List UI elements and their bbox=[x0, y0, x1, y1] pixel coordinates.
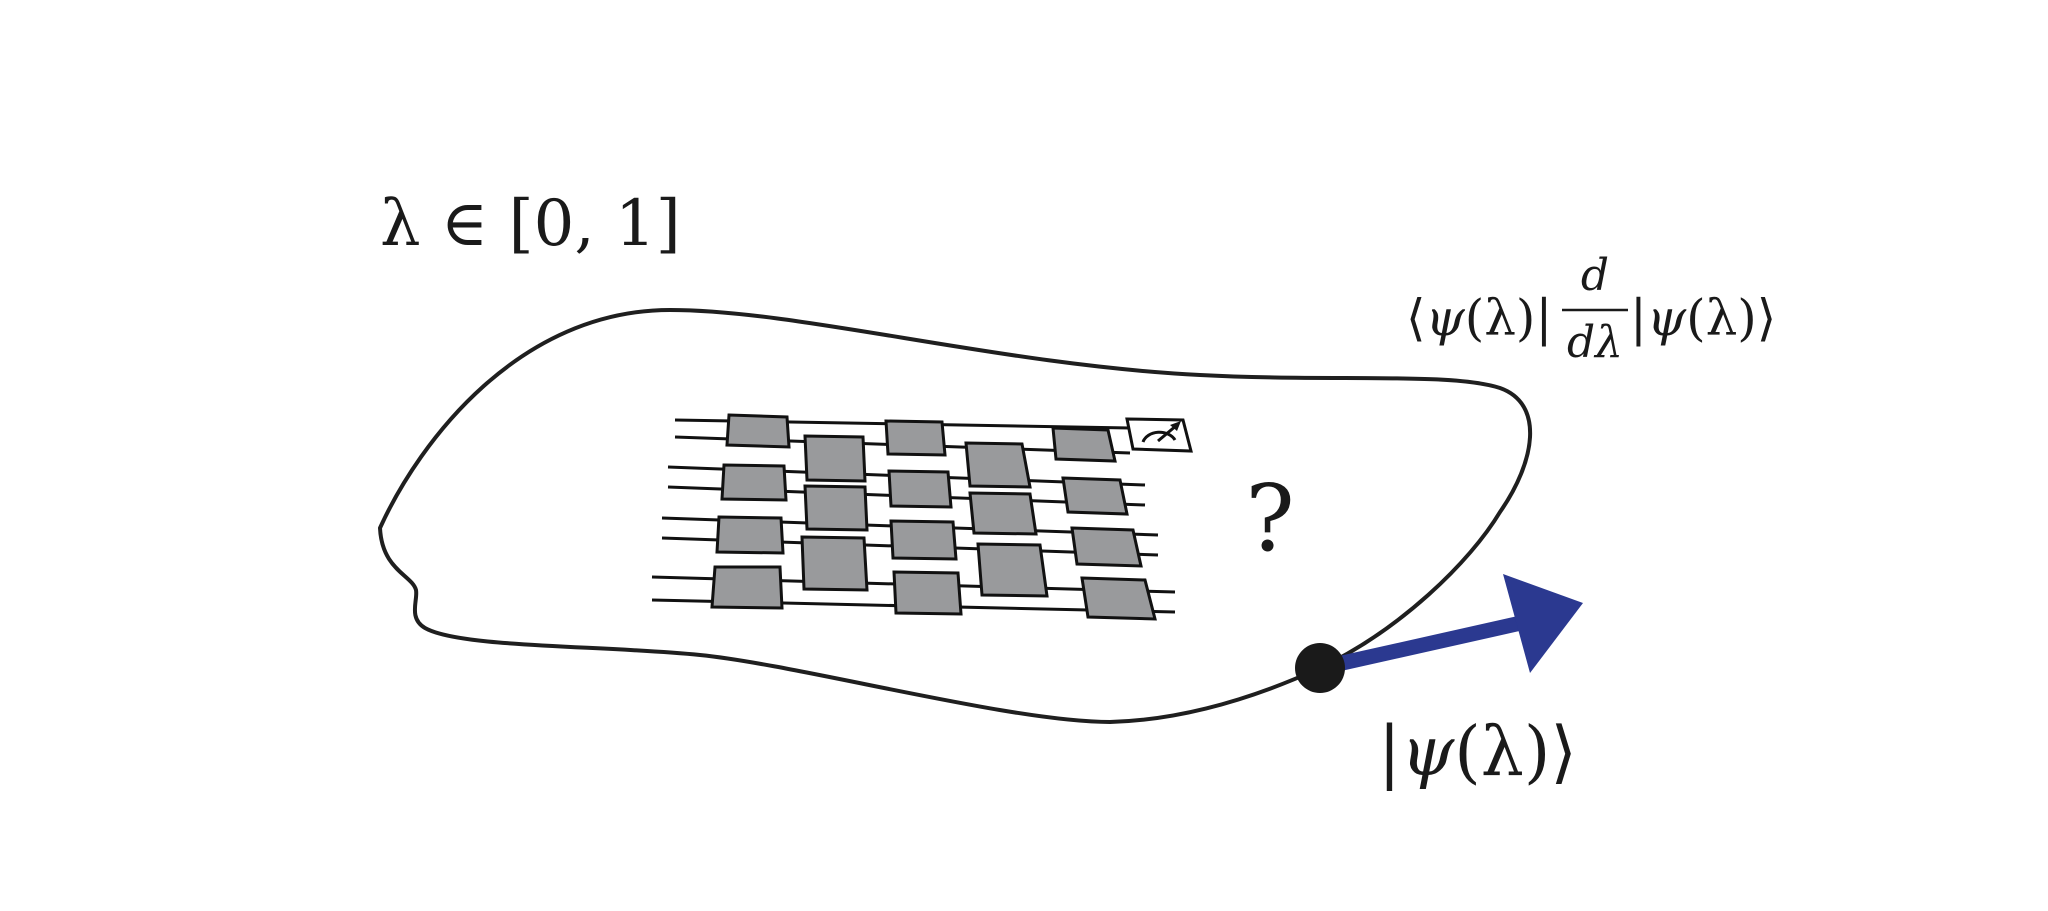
quantum-gate bbox=[1051, 426, 1117, 463]
quantum-circuit bbox=[651, 413, 1193, 621]
ket-bar: | bbox=[1378, 713, 1401, 792]
ket2-psi: ψ bbox=[1647, 289, 1687, 347]
quantum-gate bbox=[725, 413, 791, 449]
tangent-vector-arrow bbox=[1318, 574, 1583, 676]
parameter-range-label: λ ∈ [0, 1] bbox=[380, 187, 681, 261]
derivative-denominator: dλ bbox=[1567, 317, 1623, 368]
quantum-gate bbox=[964, 441, 1032, 489]
quantum-gate bbox=[889, 519, 958, 561]
unknown-question-mark: ? bbox=[1245, 465, 1294, 572]
ket2-open: | bbox=[1630, 289, 1647, 347]
quantum-gate bbox=[1070, 526, 1143, 568]
quantum-gate bbox=[1061, 476, 1129, 516]
quantum-gate bbox=[800, 535, 869, 592]
ket2-arg: (λ) bbox=[1686, 289, 1757, 347]
bra-open: ⟨ bbox=[1406, 289, 1426, 347]
berry-derivative-label: ⟨ψ(λ)| d dλ |ψ(λ)⟩ bbox=[1406, 250, 1776, 368]
bra-psi: ψ bbox=[1426, 289, 1466, 347]
ket-part: |ψ(λ)⟩ bbox=[1630, 289, 1776, 347]
quantum-gate bbox=[1080, 576, 1157, 621]
bra-part: ⟨ψ(λ)| bbox=[1406, 289, 1552, 347]
quantum-gate bbox=[887, 469, 953, 509]
ket2-close: ⟩ bbox=[1757, 289, 1777, 347]
ket-psi: ψ bbox=[1401, 713, 1455, 792]
quantum-gate bbox=[715, 515, 785, 555]
bra-close: | bbox=[1535, 289, 1552, 347]
quantum-gate bbox=[710, 565, 784, 610]
quantum-gate bbox=[803, 484, 869, 532]
derivative-numerator: d bbox=[1581, 250, 1609, 301]
ket-arg: (λ) bbox=[1454, 713, 1550, 792]
quantum-gate bbox=[803, 434, 867, 483]
bra-arg: (λ) bbox=[1465, 289, 1536, 347]
measurement-meter-icon bbox=[1125, 417, 1193, 453]
quantum-gate bbox=[976, 542, 1049, 598]
quantum-gate bbox=[884, 419, 947, 457]
state-ket-label: |ψ(λ)⟩ bbox=[1378, 713, 1577, 792]
state-manifold-outline bbox=[378, 308, 1533, 724]
quantum-gate bbox=[720, 463, 788, 502]
ket-close: ⟩ bbox=[1550, 713, 1577, 792]
quantum-gate bbox=[968, 491, 1038, 536]
state-point-dot bbox=[1295, 643, 1345, 693]
quantum-gate bbox=[892, 570, 963, 616]
